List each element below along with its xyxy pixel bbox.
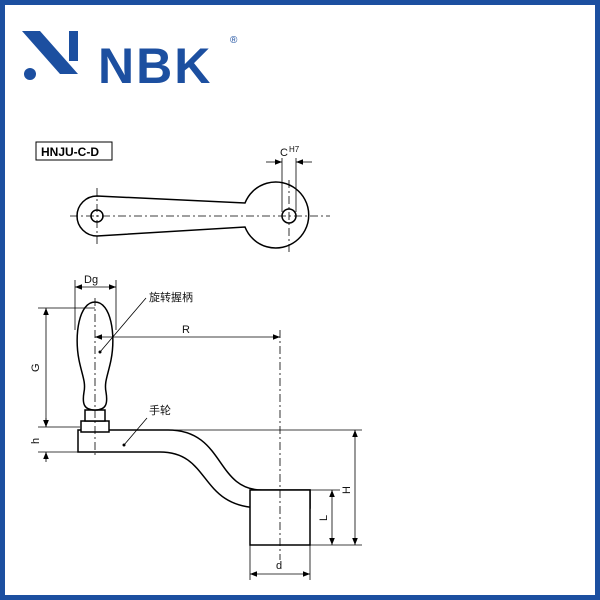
overall-height-label: H [341, 486, 353, 494]
crank-part-label: 手轮 [149, 403, 171, 417]
registered-mark: ® [230, 35, 238, 46]
crank-leader-dot [122, 443, 126, 447]
nbk-logo: NBK ® [22, 31, 238, 94]
model-code-box [35, 141, 113, 161]
grip-part-label: 旋转握柄 [149, 290, 193, 304]
top-view: C H7 [70, 145, 330, 254]
bore-tolerance-label: H7 [289, 145, 300, 154]
top-view-arm-outline [76, 181, 310, 249]
nbk-logo-mark [22, 31, 78, 80]
side-view: Dg G h R 旋转握柄 手轮 H L d [30, 274, 362, 580]
hub-length-label: L [318, 515, 330, 521]
arm-thickness-label: h [30, 438, 42, 444]
crank-leader [123, 417, 148, 446]
grip-height-label: G [30, 363, 42, 372]
grip-leader [99, 297, 147, 353]
model-code: HNJU-C-D [41, 145, 99, 159]
hub-diameter-label: d [276, 560, 282, 572]
radius-label: R [182, 324, 190, 336]
brand-name: NBK [98, 38, 212, 94]
grip-leader-dot [98, 350, 102, 354]
bore-label: C [280, 147, 288, 159]
grip-diameter-label: Dg [84, 274, 98, 286]
